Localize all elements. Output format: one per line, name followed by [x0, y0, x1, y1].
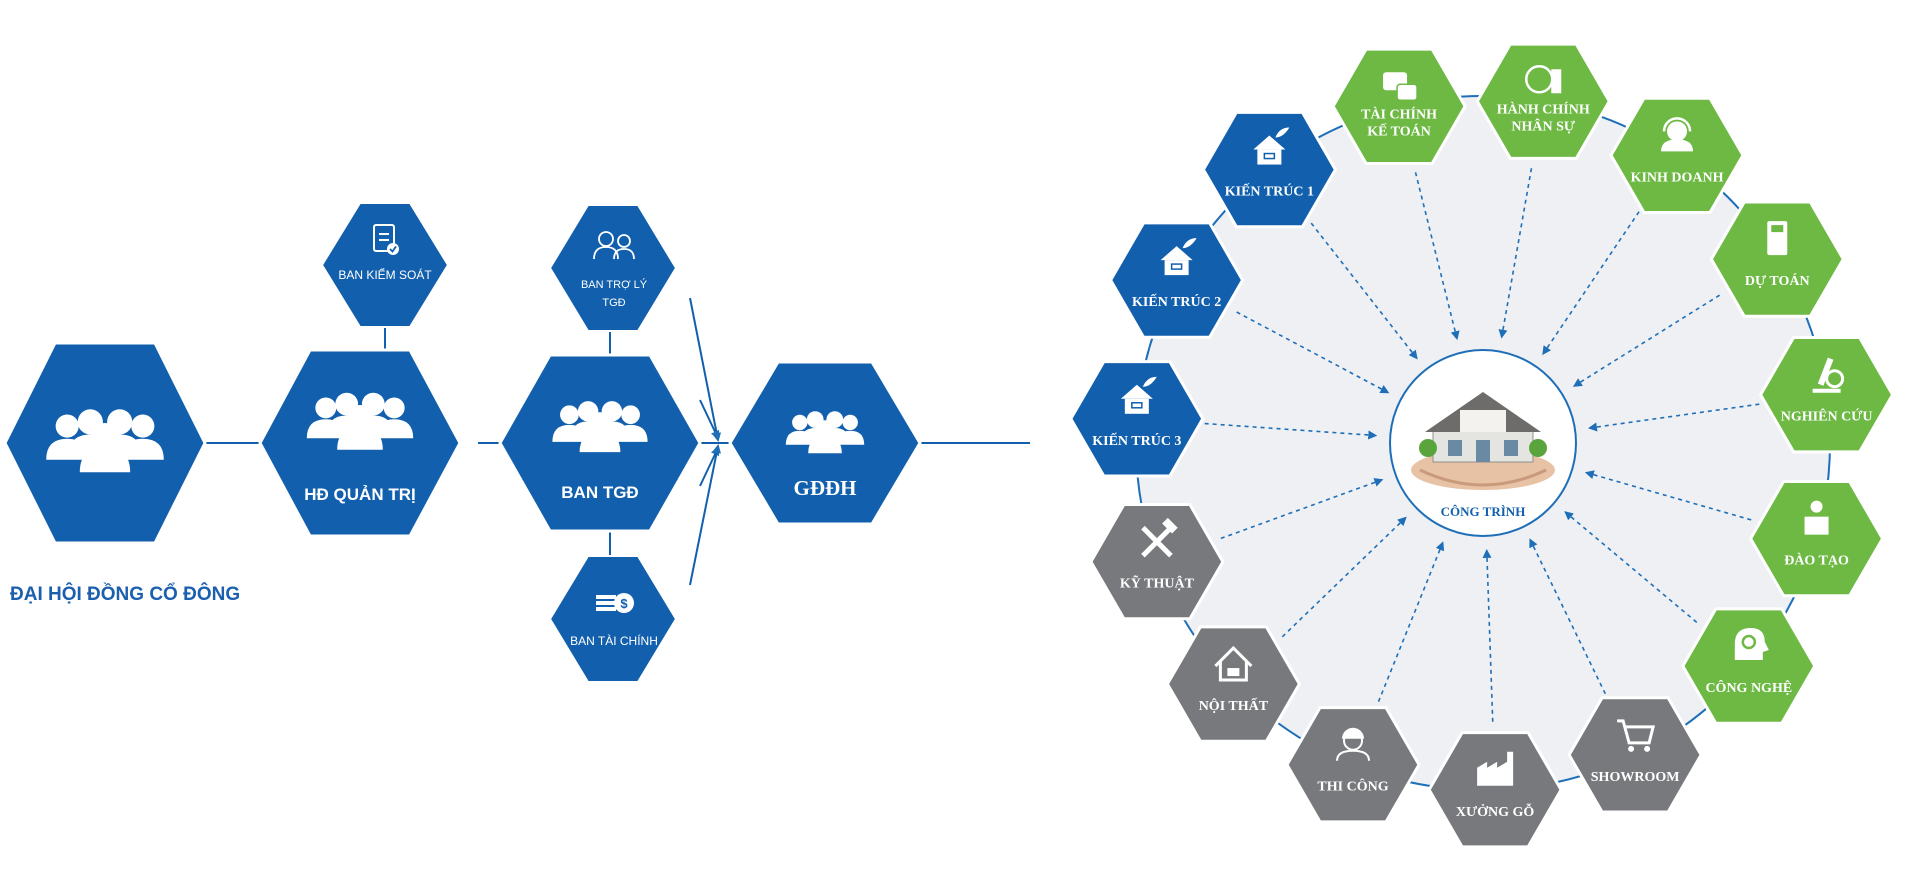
calculator-icon — [1767, 221, 1788, 256]
dept-label: ĐÀO TẠO — [1784, 552, 1849, 569]
dept-hexagon — [1567, 696, 1703, 814]
assistant-node: BAN TRỢ LÝ TGĐ — [548, 204, 678, 332]
dept-label: NỘI THẤT — [1199, 697, 1269, 714]
shareholders-node — [3, 341, 207, 545]
podium-speaker-icon — [1804, 500, 1829, 535]
dept-label: KIẾN TRÚC 2 — [1132, 293, 1221, 310]
dept-node-dao-tao: ĐÀO TẠO — [1748, 480, 1885, 598]
center-label: CÔNG TRÌNH — [1441, 504, 1526, 519]
dept-label: HÀNH CHÍNH — [1497, 100, 1590, 117]
dept-hexagon — [1748, 480, 1885, 598]
dept-hexagon — [1108, 221, 1245, 339]
dept-hexagon — [1758, 336, 1895, 454]
dept-label: KIẾN TRÚC 1 — [1225, 183, 1314, 200]
finance-label: BAN TÀI CHÍNH — [570, 633, 658, 648]
ceo-board-node: BAN TGĐ — [498, 353, 702, 533]
interior-house-icon — [1214, 645, 1253, 682]
dept-label: NGHIÊN CỨU — [1781, 408, 1873, 425]
dept-node-nghien-cuu: NGHIÊN CỨU — [1758, 336, 1895, 454]
wrench-hammer-icon — [1141, 517, 1178, 558]
ceo-board-label: BAN TGĐ — [561, 483, 638, 502]
head-gears-icon — [1734, 628, 1769, 661]
dept-node-kien-truc-1: KIẾN TRÚC 1 — [1201, 110, 1338, 229]
assistant-label-line1: BAN TRỢ LÝ — [581, 278, 648, 291]
director-label: GĐĐH — [794, 476, 857, 500]
dept-hexagon — [1475, 42, 1612, 160]
dept-label: KINH DOANH — [1631, 170, 1724, 185]
dept-node-kien-truc-2: KIẾN TRÚC 2 — [1108, 221, 1245, 339]
dept-node-kinh-doanh: KINH DOANH — [1609, 96, 1745, 214]
dept-label: KẾ TOÁN — [1367, 122, 1431, 139]
dept-hexagon — [1285, 706, 1421, 824]
dept-label: DỰ TOÁN — [1745, 272, 1810, 289]
dept-label: CÔNG NGHỆ — [1705, 679, 1792, 696]
director-node: GĐĐH — [728, 360, 922, 526]
dept-label: THI CÔNG — [1317, 778, 1388, 795]
dept-node-du-toan: DỰ TOÁN — [1709, 200, 1846, 318]
dept-label: KIẾN TRÚC 3 — [1092, 432, 1181, 449]
dept-label: KỸ THUẬT — [1120, 574, 1195, 592]
dept-node-thi-cong: THI CÔNG — [1285, 706, 1421, 824]
dept-hexagon — [1681, 607, 1817, 725]
dept-hexagon — [1165, 625, 1302, 743]
supervisory-node: BAN KIỂM SOÁT — [320, 202, 450, 328]
microscope-icon — [1812, 357, 1845, 393]
board-label: HĐ QUẢN TRỊ — [304, 485, 415, 504]
shareholders-caption: ĐẠI HỘI ĐỒNG CỔ ĐÔNG — [10, 583, 240, 605]
assistant-label-line2: TGĐ — [602, 297, 625, 309]
supervisory-label: BAN KIỂM SOÁT — [338, 267, 432, 282]
house-on-hands-icon — [1411, 392, 1555, 490]
board-node: HĐ QUẢN TRỊ — [258, 348, 462, 538]
house-plant-icon — [1253, 127, 1290, 165]
dept-node-noi-that: NỘI THẤT — [1165, 625, 1302, 743]
dept-node-cong-nghe: CÔNG NGHỆ — [1681, 607, 1817, 725]
dept-label: TÀI CHÍNH — [1361, 105, 1437, 122]
dept-hexagon — [1331, 47, 1467, 165]
factory-icon — [1477, 751, 1514, 786]
coin-cash-icon — [1525, 65, 1562, 94]
clipboard-check-icon — [373, 224, 399, 255]
dept-node-xuong-go: XƯỞNG GỖ — [1427, 731, 1563, 849]
dept-hexagon — [1089, 503, 1225, 621]
center-node: CÔNG TRÌNH — [1389, 349, 1577, 537]
dept-hexagon — [1069, 360, 1205, 478]
finance-node: $ BAN TÀI CHÍNH — [548, 555, 678, 683]
svg-text:$: $ — [620, 596, 628, 611]
dept-node-showroom: SHOWROOM — [1567, 696, 1703, 814]
house-plant-icon — [1160, 238, 1197, 276]
money-chat-icon — [1383, 72, 1418, 102]
org-connectors — [200, 297, 1030, 586]
headset-person-icon — [1661, 117, 1694, 152]
dept-hexagon — [1201, 110, 1338, 229]
shopping-cart-icon — [1617, 719, 1656, 752]
dept-node-kien-truc-3: KIẾN TRÚC 3 — [1069, 360, 1205, 478]
worker-helmet-icon — [1336, 727, 1371, 761]
dept-node-ky-thuat: KỸ THUẬT — [1089, 503, 1225, 621]
dept-label: SHOWROOM — [1591, 770, 1680, 785]
assistant-people-icon — [593, 231, 635, 260]
dept-hexagon — [1709, 200, 1846, 318]
dept-label: XƯỞNG GỖ — [1456, 802, 1535, 820]
dept-label: NHÂN SỰ — [1511, 117, 1576, 134]
dept-hexagon — [1609, 96, 1745, 214]
house-plant-icon — [1120, 376, 1157, 414]
dept-hexagon — [1427, 731, 1563, 849]
money-stack-icon: $ — [596, 593, 634, 613]
